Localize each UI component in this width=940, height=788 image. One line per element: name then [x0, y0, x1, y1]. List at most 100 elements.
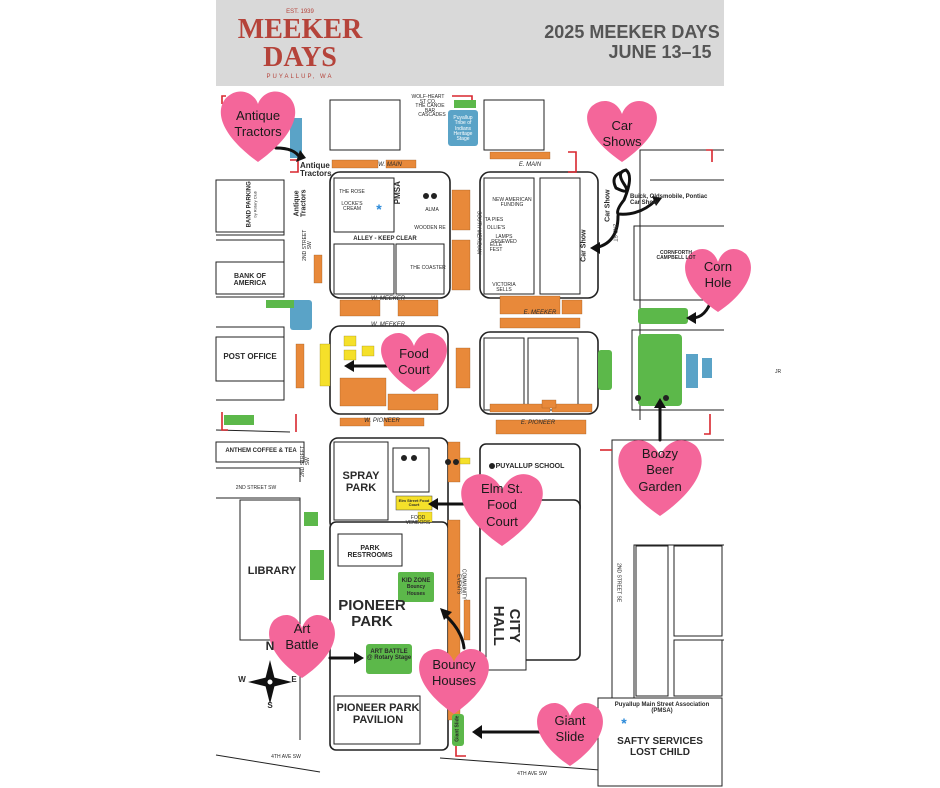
green-box-library [304, 512, 318, 526]
alley-keep-clear: ALLEY - KEEP CLEAR [353, 236, 417, 242]
park-restrooms-label: PARK RESTROOMS [347, 545, 393, 560]
street-2nd-sw-mid: 2ND STREET SW [299, 445, 311, 477]
street-e-main: E. MAIN [518, 162, 542, 168]
compass-north-label: N [265, 639, 275, 653]
post-office-building [215, 336, 285, 382]
pmsa-building [597, 697, 723, 787]
nw-alley-buildings-2 [395, 243, 445, 295]
beer-garden-box [638, 334, 682, 406]
pmsa-map-asterisk-icon: * [376, 201, 382, 217]
heart-boozy-beer-garden [618, 440, 702, 516]
compass-south-label: S [267, 701, 273, 710]
heart-antique-tractors [220, 91, 296, 162]
safety-line: LOST CHILD [630, 746, 690, 758]
se-building-2 [673, 545, 723, 637]
safety-line: SAFTY SERVICES [617, 736, 703, 747]
community-events-label: COMMUNITY EVENTS [455, 568, 467, 600]
tribe-stage-label: Puyallup Tribe of Indians Heritage Stage [453, 115, 473, 142]
spray-park-line: PARK [345, 481, 377, 494]
band-parking-sub: by Rotary Club [253, 191, 258, 218]
giant-slide-box-label: Giant Slide [454, 715, 461, 742]
heart-bouncy-houses [419, 648, 489, 714]
antique-tractors-vertical-label: Antique Tractors [293, 189, 308, 218]
hearts-layer [220, 91, 751, 766]
city-hall-building [485, 577, 527, 671]
store-ollies: OLLIE'S [486, 225, 506, 231]
store-lamps: LAMPS RENEWED [491, 234, 517, 246]
street-e-meeker: E. MEEKER [523, 310, 557, 316]
store-coaster: THE COASTER [410, 265, 446, 271]
arrow-car-shows-squiggle [612, 168, 658, 216]
city-hall-label: CITY HALL [490, 605, 523, 646]
art-battle-line: @ Rotary Stage [366, 655, 412, 662]
logo-location: PUYALLUP, WA [267, 74, 334, 80]
logo-est: EST. 1939 [286, 9, 314, 15]
pioneer-park-line: PARK [351, 612, 393, 630]
heart-food-court [381, 332, 447, 392]
heart-corn-hole [685, 248, 751, 312]
tribe-stage-box [448, 110, 478, 146]
street-w-meeker-2: W. MEEKER [370, 322, 406, 328]
kid-zone-line: Bouncy Houses [406, 584, 426, 597]
store-elle-fest: ELLE FEST [489, 242, 503, 254]
north-buildings-2 [483, 99, 545, 151]
ne-main-buildings-2 [539, 177, 581, 295]
blue-box-se-2 [702, 358, 712, 378]
pmsa-line: (PMSA) [651, 708, 673, 715]
art-battle-box [366, 644, 412, 674]
street-w-pioneer: W. PIONEER [364, 418, 400, 424]
spray-park-area [333, 441, 389, 521]
band-parking-text: BAND PARKING [246, 181, 253, 228]
green-box-ne [598, 350, 612, 390]
stage-box-north [290, 118, 302, 158]
buick-line: Car Show [630, 200, 658, 207]
blue-box-se [686, 354, 698, 388]
pmsa-tag-label: PMSA [392, 181, 402, 205]
pavilion-line: PAVILION [352, 713, 404, 726]
food-court-booths [319, 335, 471, 523]
street-2nd-sw-west: 2ND STREET SW [235, 485, 277, 491]
store-new-american: NEW AMERICAN FUNDING [492, 197, 532, 209]
street-2nd-se: 2ND STREET SE [615, 563, 622, 603]
logo-meeker: MEEKER [238, 14, 363, 45]
bank-label: BANK OF AMERICA [233, 273, 267, 288]
store-lockes: LOCKE'S CREAM [341, 201, 363, 213]
arrow-heads [296, 150, 696, 739]
se-building-1 [635, 545, 669, 697]
library-label: LIBRARY [247, 565, 297, 577]
anthem-building [215, 441, 305, 463]
street-4th-ave-se: 4TH AVE SW [517, 771, 547, 777]
ne-meeker-buildings-2 [527, 337, 579, 411]
restroom-icons [401, 193, 669, 469]
anthem-label: ANTHEM COFFEE & TEA [225, 448, 297, 454]
green-box-north [454, 100, 476, 108]
pmsa-line: Puyallup Main Street Association [614, 702, 710, 708]
store-alma: ALMA [425, 207, 439, 213]
store-wolf-heart: WOLF-HEART ST CO. [411, 94, 445, 106]
cornforth-line: CORNFORTH [660, 250, 692, 256]
store-wooden-re: WOODEN RE [414, 225, 446, 231]
store-victoria: VICTORIA SELLS [492, 282, 516, 294]
street-w-main: W. MAIN [378, 162, 402, 168]
art-battle-line: ART BATTLE [370, 649, 408, 655]
food-vendors-label: FOOD VENDORS [405, 515, 431, 527]
spray-park-line: SPRAY [342, 470, 380, 482]
street-2nd-sw-north: 2ND STREET SW [301, 229, 313, 261]
park-restrooms-building [337, 533, 403, 567]
heart-elm-st-food-court [461, 474, 543, 546]
stage-box-west [290, 300, 312, 330]
post-office-label: POST OFFICE [223, 352, 277, 361]
inner-buildings [215, 99, 723, 787]
event-title: 2025 MEEKER DAYS [544, 22, 719, 42]
buick-line: Buick, Oldsmobile, Pontiac [630, 194, 708, 200]
street-south-meridian: SOUTH MERIDIAN [475, 210, 482, 255]
compass-rose [248, 660, 292, 704]
logo-days: DAYS [263, 42, 337, 73]
street-4th-ave-sw: 4TH AVE SW [271, 754, 301, 760]
